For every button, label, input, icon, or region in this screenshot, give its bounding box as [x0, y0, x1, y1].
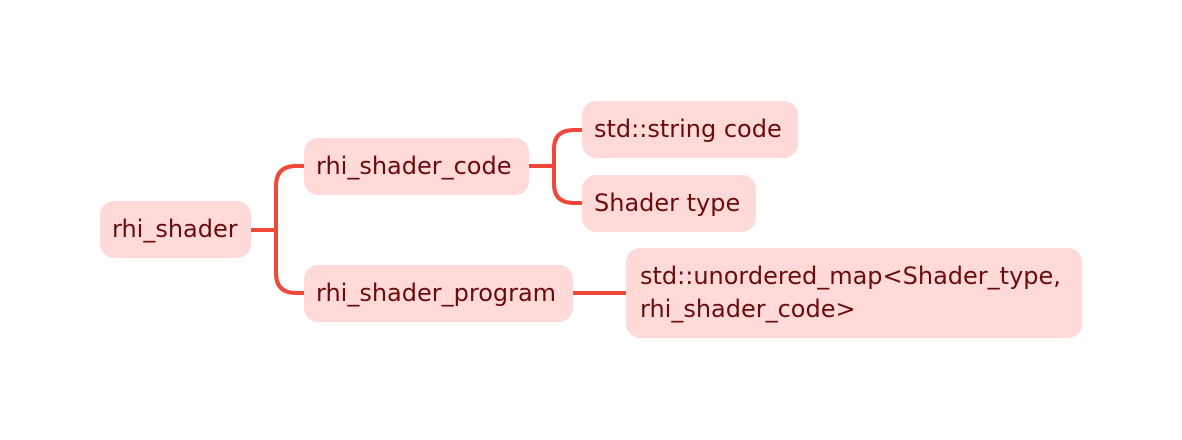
node-label: rhi_shader_code [316, 152, 512, 180]
node-label: rhi_shader_program [316, 279, 557, 307]
node-label-group: std::unordered_map<Shader_type, rhi_shad… [640, 260, 1061, 326]
node-label-line-2: rhi_shader_code> [640, 295, 856, 323]
connector-root-to-code [274, 164, 306, 232]
node-rhi-shader-program[interactable]: rhi_shader_program [304, 265, 573, 322]
node-unordered-map[interactable]: std::unordered_map<Shader_type, rhi_shad… [626, 248, 1082, 338]
connector-code-to-string [552, 128, 584, 168]
node-rhi-shader-code[interactable]: rhi_shader_code [304, 138, 529, 195]
connector-code-to-type [552, 164, 584, 205]
node-shader-type[interactable]: Shader type [582, 175, 756, 232]
connector-root-to-program [274, 228, 306, 295]
node-label: rhi_shader [112, 215, 238, 243]
node-rhi-shader[interactable]: rhi_shader [100, 201, 251, 258]
node-label: std::string code [594, 115, 782, 143]
node-std-string-code[interactable]: std::string code [582, 101, 798, 158]
node-label: Shader type [594, 189, 741, 217]
node-label-line-1: std::unordered_map<Shader_type, [640, 262, 1061, 290]
